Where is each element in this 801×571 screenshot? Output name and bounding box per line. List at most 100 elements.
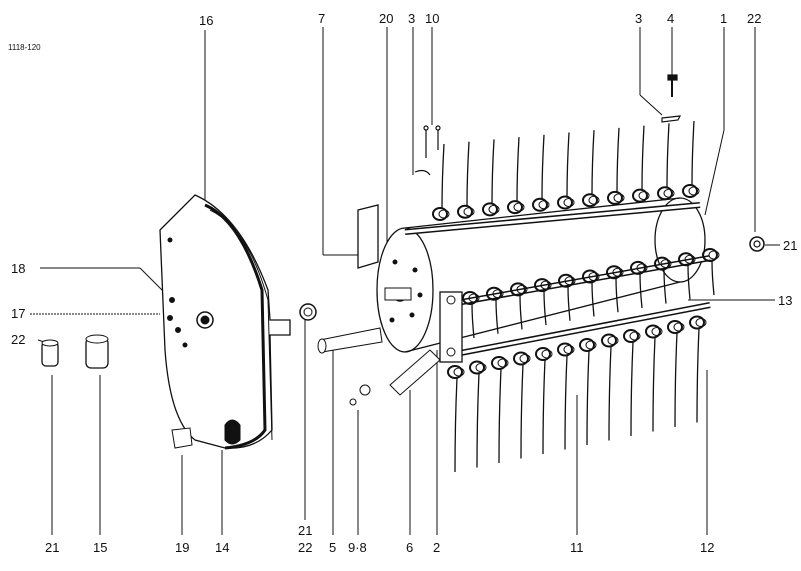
label-6: 6 bbox=[406, 540, 414, 555]
coil-spring bbox=[432, 207, 448, 221]
coil-spring bbox=[689, 315, 705, 330]
coil-spring-inner bbox=[497, 358, 509, 368]
label-21-right: 21 bbox=[783, 238, 798, 253]
key-19 bbox=[171, 427, 193, 449]
coil-spring-inner bbox=[475, 363, 487, 372]
coil-spring-inner bbox=[660, 259, 672, 269]
coil-spring bbox=[630, 260, 646, 275]
label-22-left: 22 bbox=[11, 332, 26, 347]
coil-spring bbox=[645, 324, 661, 339]
spring-tine bbox=[652, 337, 656, 432]
spring-tine bbox=[491, 139, 495, 204]
coil-spring-inner bbox=[563, 198, 575, 207]
leader-1b bbox=[704, 129, 725, 216]
spring-tine bbox=[639, 273, 643, 308]
coil-spring-inner bbox=[636, 263, 648, 273]
coil-spring bbox=[491, 356, 507, 370]
label-22-stack: 22 bbox=[298, 540, 313, 555]
spring-tine bbox=[564, 355, 568, 450]
label-21-bottom: 21 bbox=[45, 540, 60, 555]
spring-tine bbox=[586, 350, 590, 446]
spring-tine bbox=[616, 127, 620, 192]
coil-spring-inner bbox=[541, 349, 553, 359]
coil-spring bbox=[557, 342, 573, 357]
spring-tine bbox=[696, 328, 700, 423]
coil-spring bbox=[657, 186, 673, 201]
spring-tine bbox=[566, 132, 570, 197]
coil-spring bbox=[469, 360, 485, 375]
spring-tine bbox=[495, 299, 499, 334]
washer-9-8 bbox=[359, 384, 371, 396]
spring-tine bbox=[691, 120, 695, 186]
coil-spring bbox=[601, 333, 617, 348]
label-1: 1 bbox=[720, 11, 728, 26]
coil-spring-inner bbox=[538, 200, 550, 210]
coil-spring bbox=[607, 190, 623, 205]
cover-cutout bbox=[224, 419, 241, 445]
label-7: 7 bbox=[318, 11, 326, 26]
label-19: 19 bbox=[175, 540, 190, 555]
coil-spring-inner bbox=[488, 204, 500, 214]
coil-spring bbox=[623, 329, 639, 343]
coil-spring-inner bbox=[708, 250, 720, 260]
coil-spring bbox=[582, 269, 598, 284]
cotter-pins-10 bbox=[414, 74, 765, 252]
coil-spring bbox=[462, 291, 478, 305]
coil-spring-inner bbox=[585, 340, 597, 350]
coil-spring bbox=[558, 273, 574, 288]
shaft-5 bbox=[319, 327, 383, 353]
coil-spring bbox=[482, 202, 498, 217]
coil-spring-inner bbox=[516, 284, 528, 294]
coil-spring-inner bbox=[629, 331, 641, 341]
coil-spring-inner bbox=[673, 322, 685, 332]
coil-spring bbox=[486, 286, 502, 301]
coil-spring-inner bbox=[613, 193, 625, 203]
label-14: 14 bbox=[215, 540, 230, 555]
coil-spring-inner bbox=[588, 195, 600, 205]
label-2: 2 bbox=[433, 540, 441, 555]
spring-tine bbox=[476, 373, 480, 468]
coil-spring bbox=[606, 265, 622, 280]
coil-spring bbox=[667, 320, 683, 334]
spring-tine bbox=[520, 364, 524, 459]
coil-spring bbox=[513, 351, 529, 366]
coil-spring bbox=[447, 365, 463, 379]
coil-spring-inner bbox=[468, 293, 480, 303]
spring-tine bbox=[519, 295, 523, 330]
coil-spring bbox=[579, 338, 595, 352]
label-15: 15 bbox=[93, 540, 108, 555]
spring-tine bbox=[567, 286, 571, 321]
spring-tine bbox=[541, 134, 545, 199]
coil-spring bbox=[457, 204, 473, 219]
spring-tine bbox=[591, 282, 595, 317]
label-20: 20 bbox=[379, 11, 394, 26]
coil-spring-inner bbox=[588, 272, 600, 281]
label-10: 10 bbox=[425, 11, 440, 26]
coil-spring bbox=[682, 184, 698, 198]
cover-bearing-center bbox=[200, 315, 210, 325]
label-16: 16 bbox=[199, 13, 214, 28]
coil-spring-inner bbox=[651, 327, 663, 336]
spring-tine bbox=[630, 341, 634, 437]
coil-spring bbox=[534, 278, 550, 293]
drawing-reference: 1118-120 bbox=[8, 43, 41, 52]
spring-tine bbox=[454, 377, 458, 473]
coil-spring-inner bbox=[684, 254, 696, 264]
label-9-8: 9·8 bbox=[348, 540, 367, 555]
coil-spring-inner bbox=[607, 336, 619, 345]
coil-spring bbox=[654, 256, 670, 271]
spring-tine bbox=[471, 303, 475, 339]
bar-bracket-2 bbox=[439, 291, 463, 363]
coil-spring-inner bbox=[540, 280, 552, 290]
coil-spring bbox=[507, 200, 523, 215]
coil-spring-inner bbox=[564, 276, 576, 286]
coil-spring-inner bbox=[663, 188, 675, 198]
spring-tine bbox=[498, 368, 502, 464]
coil-spring-inner bbox=[463, 207, 475, 217]
coil-spring bbox=[702, 248, 718, 262]
spring-tine bbox=[516, 137, 520, 202]
spring-tine bbox=[441, 143, 445, 209]
coil-spring-inner bbox=[688, 186, 700, 196]
coil-spring-inner bbox=[492, 289, 504, 299]
